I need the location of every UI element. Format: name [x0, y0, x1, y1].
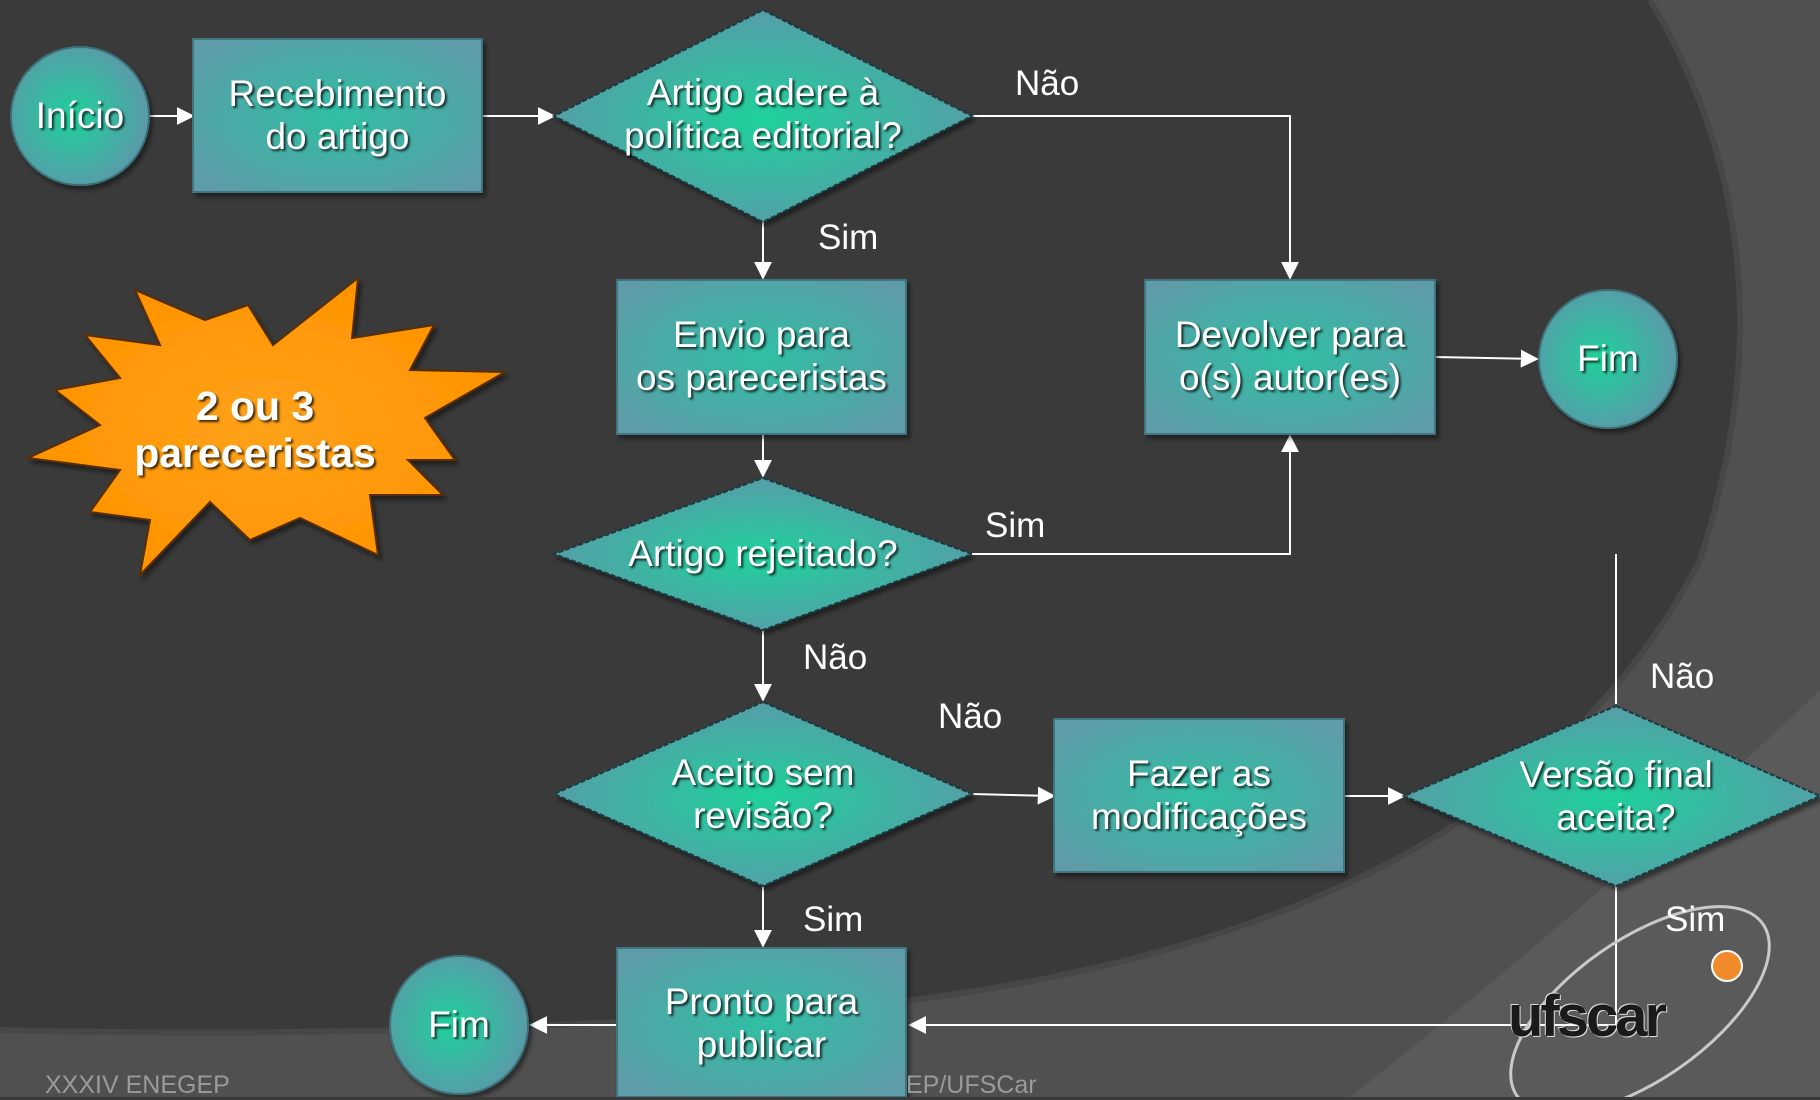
edge-label-rejeitado-nao: Não	[803, 638, 868, 677]
politica-diamond	[551, 8, 975, 224]
edge-label-aceito-nao: Não	[938, 697, 1003, 736]
edge-aceito-modificacoes	[971, 786, 1056, 805]
ufscar-logo: ufscar	[1508, 984, 1667, 1049]
edge-label-rejeitado-sim: Sim	[985, 506, 1046, 545]
shapes	[10, 8, 1820, 1097]
pronto-box	[616, 947, 907, 1097]
recebimento-box	[192, 38, 483, 193]
modificacoes-box	[1053, 718, 1345, 873]
edge-politica-devolver	[972, 115, 1299, 280]
ufscar-logo-graphic	[1509, 905, 1771, 1097]
starburst	[24, 275, 509, 579]
edge-label-politica-nao: Não	[1015, 64, 1080, 103]
end-circle-bottom	[389, 955, 529, 1095]
start-circle	[10, 46, 150, 186]
versao-diamond	[1401, 704, 1820, 888]
envio-box	[616, 279, 907, 435]
devolver-box	[1144, 279, 1436, 435]
edge-label-aceito-sim: Sim	[803, 900, 864, 939]
edge-label-versao-nao: Não	[1650, 657, 1715, 696]
edge-versao-pronto	[908, 886, 1617, 1034]
edge-devolver-fim	[1434, 349, 1539, 368]
footer-center: EP/UFSCar	[906, 1071, 1037, 1099]
edge-label-versao-sim: Sim	[1665, 900, 1726, 939]
footer-left: XXXIV ENEGEP	[45, 1071, 230, 1099]
connectors	[147, 107, 1617, 1034]
rejeitado-diamond	[551, 476, 975, 632]
edge-label-politica-sim: Sim	[818, 218, 879, 257]
aceito-diamond	[551, 700, 975, 888]
edge-rejeitado-devolver	[972, 434, 1299, 555]
end-circle-top	[1538, 289, 1678, 429]
